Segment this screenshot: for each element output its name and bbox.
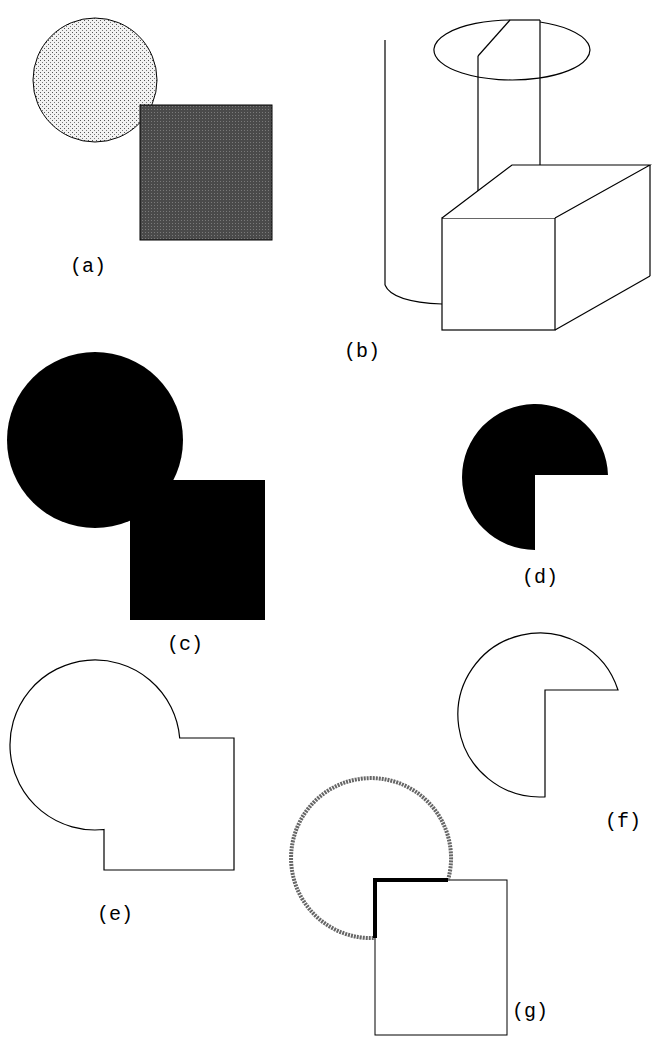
part-label: (a) [70,256,106,278]
part-label: (d) [522,567,558,589]
part-label: (e) [97,904,133,926]
union-outline [10,660,234,870]
circle-square-overlap [33,18,272,240]
cylinder-and-box [385,20,650,330]
difference-solid [462,404,608,550]
part-label: (g) [512,1001,548,1023]
part-label: (b) [344,341,380,363]
union-solid [7,352,265,620]
part-label: (c) [167,634,203,656]
difference-outline [458,633,618,797]
boundary-highlight [291,778,507,1035]
part-label: (f) [605,811,641,833]
